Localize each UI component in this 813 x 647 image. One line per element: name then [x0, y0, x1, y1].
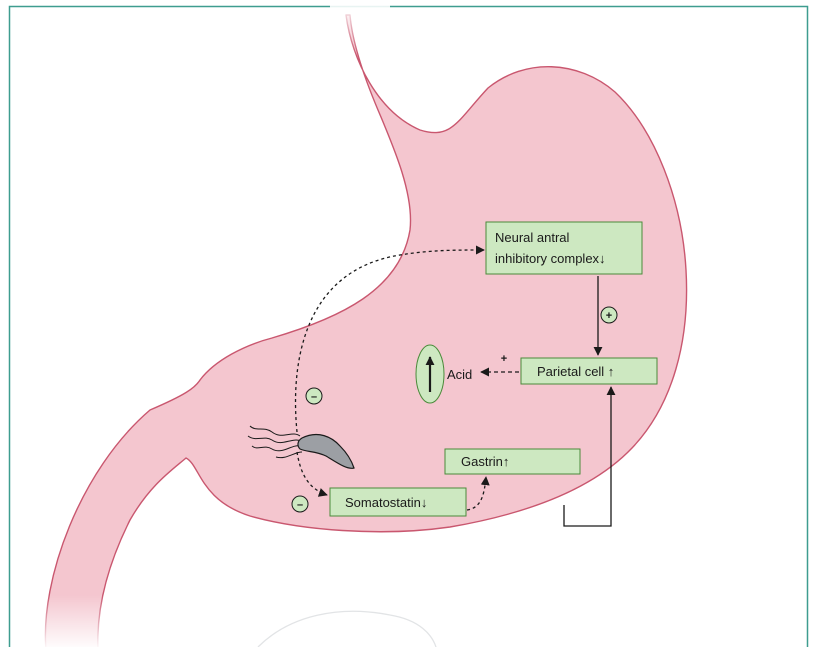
parietal-label: Parietal cell ↑ [537, 364, 614, 379]
neural-label-line1: Neural antral [495, 230, 570, 245]
somatostatin-label: Somatostatin↓ [345, 495, 427, 510]
neural-label-line2: inhibitory complex↓ [495, 251, 606, 266]
minus-sign-bacterium-neural: – [306, 388, 322, 404]
stomach [45, 15, 686, 647]
plus-sign-neural-parietal: + [601, 307, 617, 323]
acid-label: Acid [447, 367, 472, 382]
svg-text:–: – [311, 391, 317, 403]
top-fade [330, 0, 390, 55]
lower-organ-outline [258, 611, 436, 647]
minus-sign-bacterium-somatostatin: – [292, 496, 308, 512]
bottom-fade [30, 595, 170, 647]
svg-text:–: – [297, 499, 303, 511]
gastrin-label: Gastrin↑ [461, 454, 509, 469]
svg-text:+: + [606, 310, 612, 322]
plus-sign-parietal-acid: + [501, 353, 507, 365]
